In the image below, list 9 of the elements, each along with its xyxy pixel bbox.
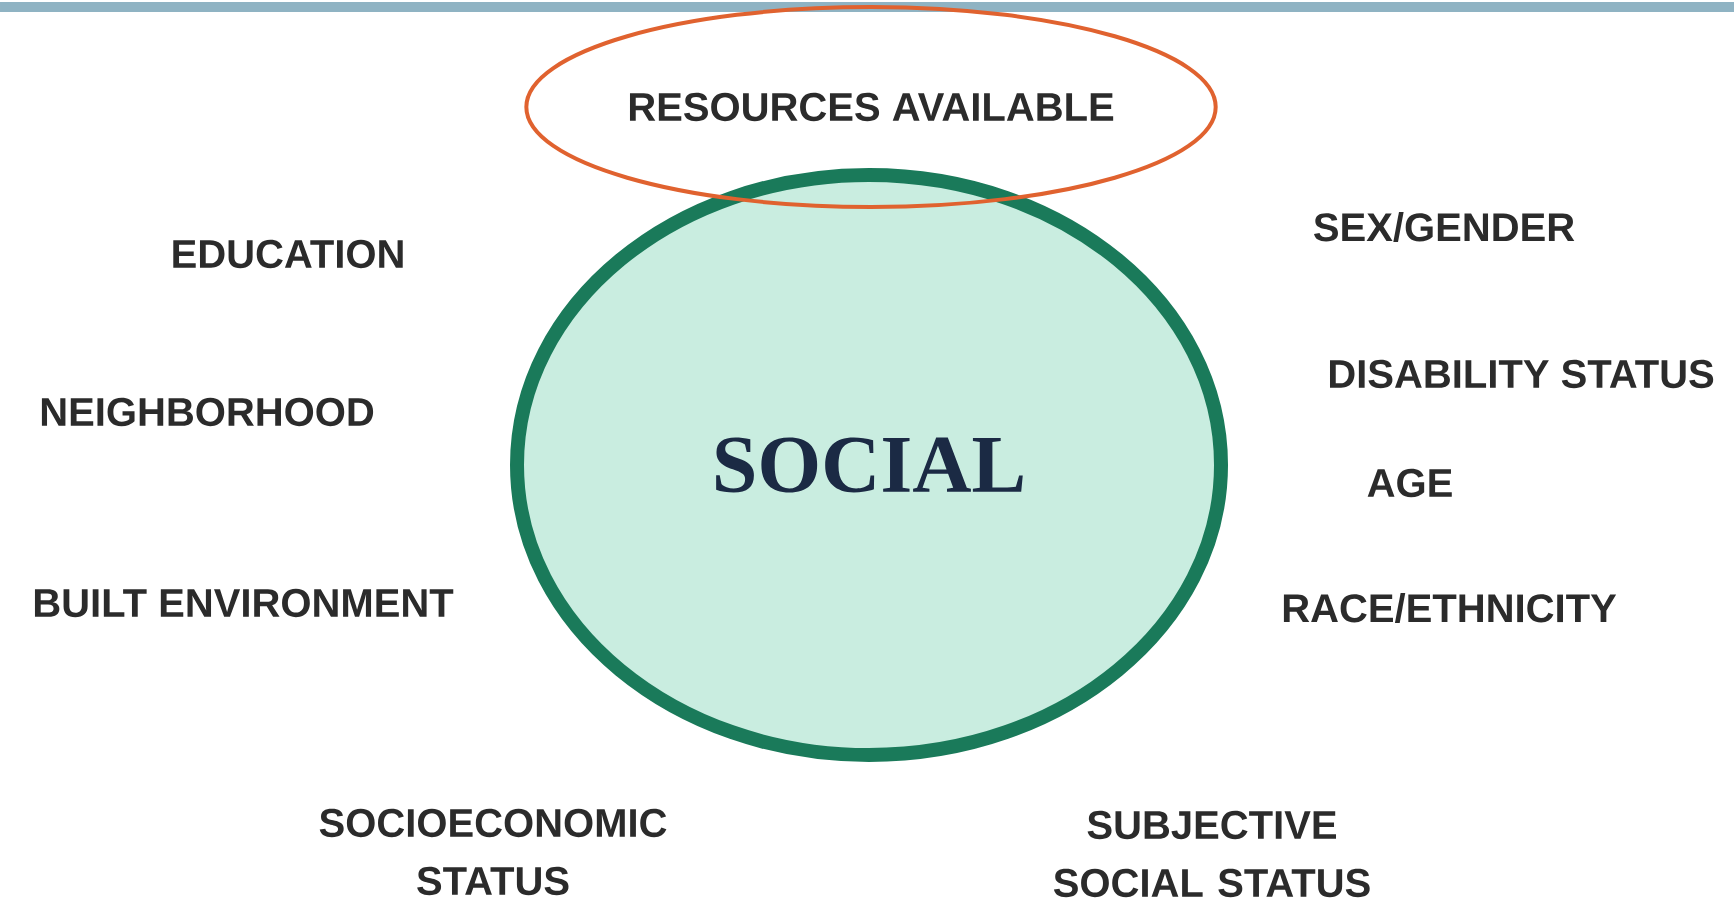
factor-label: SEX/GENDER <box>1314 212 1575 242</box>
factor-label: SUBJECTIVE SOCIAL STATUS <box>1053 810 1370 898</box>
factor-label: SOCIOECONOMIC STATUS <box>319 808 667 896</box>
factor-label: DISABILITY STATUS <box>1330 359 1714 389</box>
factor-label: AGE <box>1367 468 1452 498</box>
factor-label: RACE/ETHNICITY <box>1283 593 1617 623</box>
factor-label: EDUCATION <box>173 239 403 269</box>
factor-label: NEIGHBORHOOD <box>41 397 374 427</box>
factor-label: BUILT ENVIRONMENT <box>34 588 454 618</box>
